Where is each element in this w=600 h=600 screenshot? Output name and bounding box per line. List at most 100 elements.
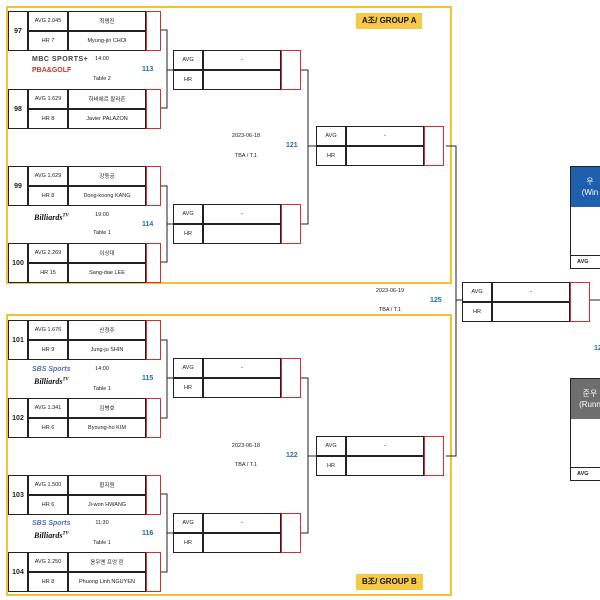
hr-value [203, 533, 281, 553]
avg-value: - [203, 50, 281, 70]
winner-header: 우 (Win [571, 167, 600, 207]
player-avg: AVG 1.629 [28, 166, 68, 186]
player-avg: AVG 2.269 [28, 243, 68, 263]
player-avg: AVG 1.500 [28, 475, 68, 495]
avg-value: - [203, 513, 281, 533]
match-number-partial: 12 [594, 345, 600, 352]
player-english-name: Jung-ju SHIN [68, 340, 146, 360]
pba-golf-logo: PBA&GOLF [32, 67, 72, 74]
seed-number: 101 [8, 320, 28, 360]
player-avg: AVG 1.676 [28, 320, 68, 340]
sbs-sports-logo: SBS Sports [32, 366, 71, 373]
winner-avg-label: AVG [571, 255, 600, 268]
hr-value [203, 378, 281, 398]
avg-value: - [492, 282, 570, 302]
player-korean-name: 하비에르 팔라존 [68, 89, 146, 109]
match-number: 114 [142, 221, 154, 228]
avg-value: - [346, 126, 424, 146]
match-number: 125 [430, 297, 442, 304]
player-english-name: Ji-won HWANG [68, 495, 146, 515]
player-korean-name: 최명진 [68, 11, 146, 31]
player-hr: HR 8 [28, 186, 68, 206]
billiards-logo-text: Billiards [34, 213, 63, 222]
match-box-r2-4: AVG HR - [173, 513, 301, 553]
match-date: 2023-06-18 [231, 133, 261, 139]
player-english-name: Myung-jin CHOI [68, 31, 146, 51]
score-box [146, 552, 161, 592]
avg-label: AVG [173, 204, 203, 224]
player-avg: AVG 1.629 [28, 89, 68, 109]
score-box [146, 11, 161, 51]
player-english-name: Phuong Linh NGUYEN [68, 572, 146, 592]
player-card-100: 100 AVG 2.269 HR 15 이상대 Sang-dae LEE [8, 243, 161, 283]
player-hr: HR 6 [28, 495, 68, 515]
avg-label: AVG [173, 50, 203, 70]
player-korean-name: 이상대 [68, 243, 146, 263]
player-english-name: Byoung-ho KIM [68, 418, 146, 438]
match-number: 113 [142, 66, 154, 73]
sbs-sports-logo: SBS Sports [32, 520, 71, 527]
seed-number: 97 [8, 11, 28, 51]
group-a-frame [6, 6, 452, 284]
hr-label: HR [462, 302, 492, 322]
score-box [146, 398, 161, 438]
match-table: Table 1 [93, 230, 111, 236]
billiards-tv-logo: BilliardsTV [34, 531, 69, 540]
group-b-frame [6, 314, 452, 596]
runner-up-header: 준우 (Runn [571, 379, 600, 419]
match-number: 121 [286, 142, 298, 149]
match-box-r2-2: AVG HR - [173, 204, 301, 244]
match-number: 122 [286, 452, 298, 459]
player-hr: HR 6 [28, 418, 68, 438]
score-box [281, 50, 301, 90]
player-english-name: Sang-dae LEE [68, 263, 146, 283]
player-card-97: 97 AVG 2.045 HR 7 최명진 Myung-jin CHOI [8, 11, 161, 51]
billiards-logo-text: Billiards [34, 377, 63, 386]
score-box [281, 513, 301, 553]
avg-label: AVG [462, 282, 492, 302]
match-time: 19:00 [95, 212, 109, 218]
match-box-final: AVG HR - [462, 282, 590, 322]
hr-label: HR [316, 456, 346, 476]
seed-number: 103 [8, 475, 28, 515]
match-table: Table 1 [93, 540, 111, 546]
player-card-102: 102 AVG 1.341 HR 6 김병호 Byoung-ho KIM [8, 398, 161, 438]
match-table: TBA / T.1 [234, 462, 258, 468]
player-avg: AVG 2.250 [28, 552, 68, 572]
hr-label: HR [173, 224, 203, 244]
player-card-101: 101 AVG 1.676 HR 9 신정주 Jung-ju SHIN [8, 320, 161, 360]
avg-value: - [203, 358, 281, 378]
match-time: 11:30 [95, 520, 109, 526]
score-box [424, 436, 444, 476]
match-time: 14:00 [95, 366, 109, 372]
billiards-logo-text: Billiards [34, 531, 63, 540]
score-box [146, 243, 161, 283]
mbc-sports-logo: MBC SPORTS+ [32, 56, 89, 63]
group-b-label: B조/ GROUP B [356, 574, 423, 590]
match-box-r3-2: AVG HR - [316, 436, 444, 476]
seed-number: 100 [8, 243, 28, 283]
hr-label: HR [316, 146, 346, 166]
billiards-logo-sup: TV [62, 531, 69, 537]
score-box [146, 89, 161, 129]
hr-value [203, 224, 281, 244]
score-box [570, 282, 590, 322]
hr-value [346, 456, 424, 476]
score-box [424, 126, 444, 166]
billiards-logo-sup: TV [62, 213, 69, 219]
player-korean-name: 강동궁 [68, 166, 146, 186]
hr-label: HR [173, 70, 203, 90]
player-hr: HR 7 [28, 31, 68, 51]
avg-value: - [346, 436, 424, 456]
player-korean-name: 황지원 [68, 475, 146, 495]
score-box [281, 358, 301, 398]
player-hr: HR 8 [28, 572, 68, 592]
player-card-99: 99 AVG 1.629 HR 8 강동궁 Dong-koong KANG [8, 166, 161, 206]
match-date: 2023-06-18 [231, 443, 261, 449]
runner-up-avg-label: AVG [571, 467, 600, 480]
seed-number: 102 [8, 398, 28, 438]
match-number: 116 [142, 530, 154, 537]
player-korean-name: 김병호 [68, 398, 146, 418]
player-english-name: Dong-koong KANG [68, 186, 146, 206]
avg-label: AVG [316, 126, 346, 146]
